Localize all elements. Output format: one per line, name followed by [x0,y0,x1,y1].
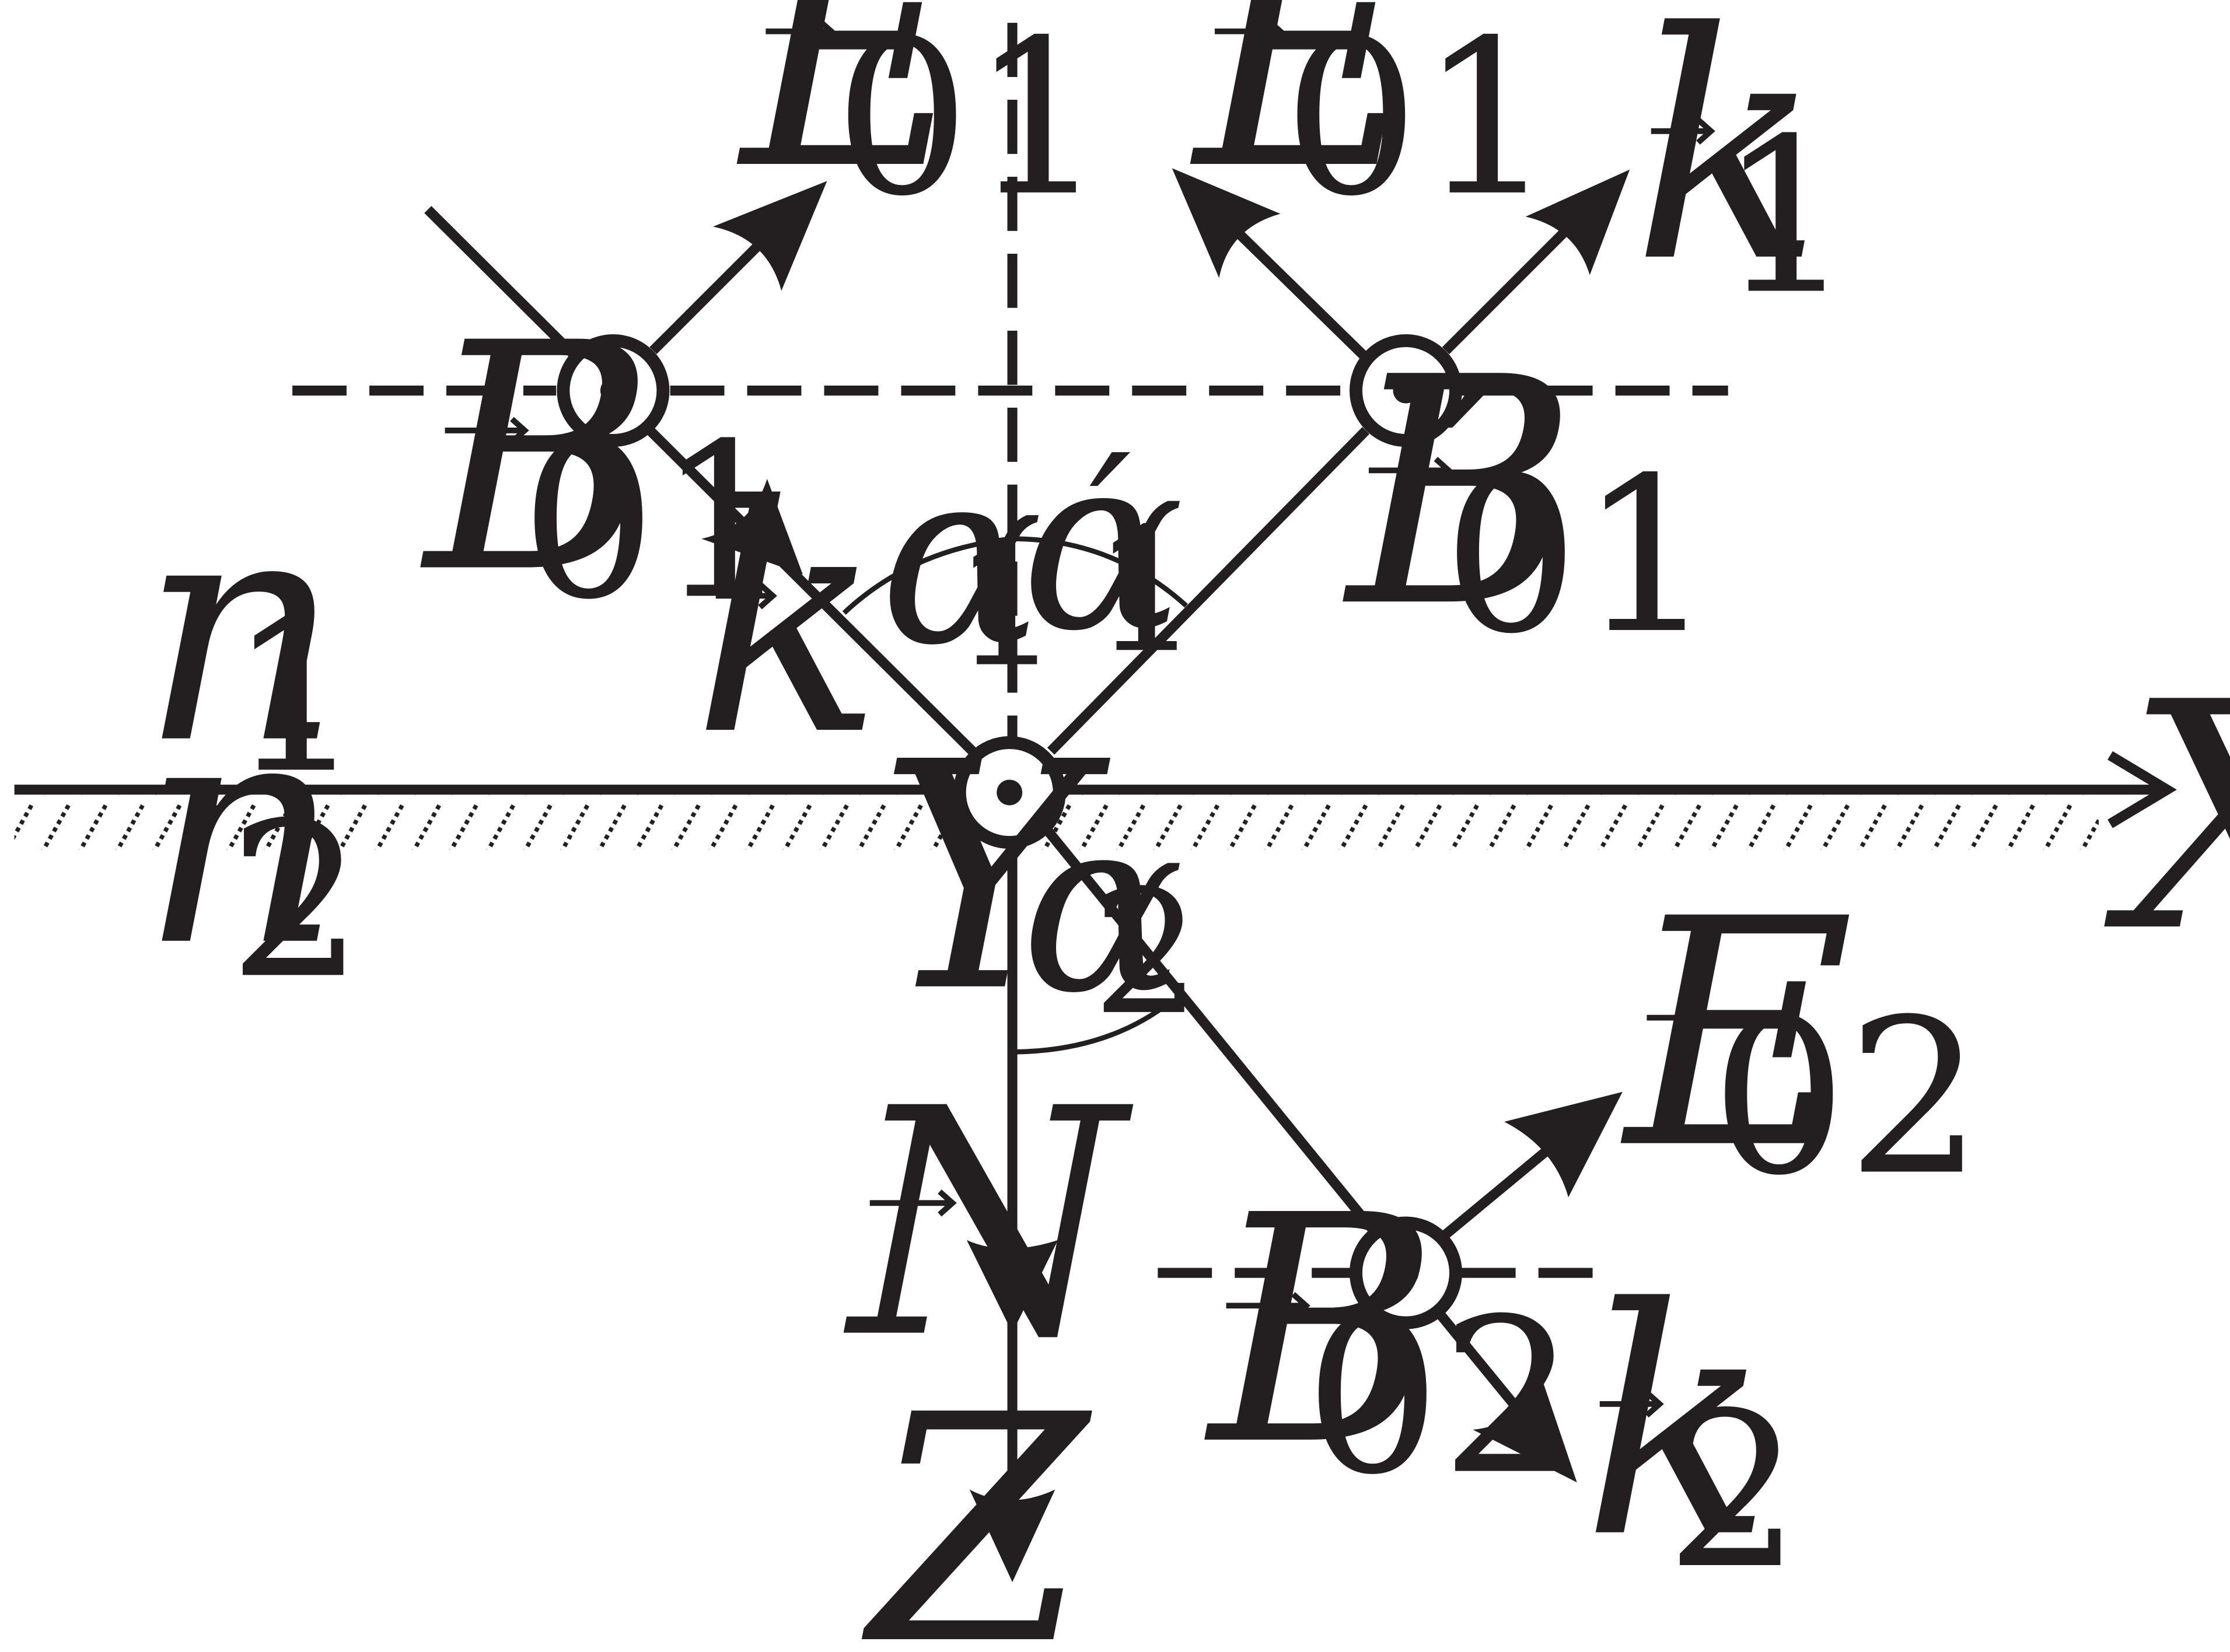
reflected-ray [1047,426,1370,755]
k1-overarrow-icon [1651,117,1715,145]
b01-prime-mark: ′ [1443,346,1493,595]
e02-label: E [1620,852,1854,1217]
n2-label: n [140,650,342,1015]
e02-arrowhead [1504,1091,1623,1198]
b02-out-of-page-icon [1349,1216,1462,1329]
angle-alpha1-prime-arc [1012,536,1189,608]
b01-prime-overarrow-icon [1368,457,1453,484]
alpha2-label: α [1021,764,1185,1046]
e01-prime-arrowhead [1172,168,1281,278]
b01-label: B [420,276,655,642]
incident-ray [424,206,976,755]
z-axis-arrowhead [969,1489,1055,1583]
alpha2-subscript: 2 [1092,854,1201,1053]
e01-label: E [736,0,970,238]
transmitted-ray [1044,828,1377,1234]
alpha1-prime-subscript: 1 [1092,492,1201,691]
e01-subscript: 01 [834,0,1106,243]
x-axis-arrowhead [2107,751,2177,828]
normal-label: N [840,1042,1134,1407]
n-overarrow-icon [869,1189,957,1217]
e01-prime-label: E [1190,0,1424,238]
alpha1-prime-mark: ′ [1089,415,1133,631]
angle-alpha1-arc [842,536,1013,615]
b01-out-of-page-icon [557,334,670,447]
b02-subscript: 02 [1305,1273,1577,1522]
k-overarrow-icon [715,582,777,610]
k2-overarrow-icon [1599,1390,1664,1418]
b01-prime-label: B [1343,310,1578,676]
e02-overarrow-icon [1647,1004,1715,1031]
n1-label: n [140,447,342,813]
e01-overarrow-icon [766,18,836,45]
b01-prime-subscript: 01 [1443,432,1715,681]
e02-subscript: 02 [1711,974,1983,1223]
y-axis-out-of-page-icon [953,736,1066,849]
e01-arrowhead [712,181,827,291]
alpha1-label: α [880,416,1044,699]
k2-label: k [1582,1241,1773,1606]
angle-alpha2-arc [1015,998,1174,1055]
e01-prime-subscript: 01 [1283,0,1555,243]
k2-subscript: 2 [1665,1367,1801,1616]
k2-arrowhead [1473,1373,1577,1483]
incident-ray-arrowhead [701,479,803,575]
z-axis-label: Z [860,1348,1095,1652]
alpha1-prime-label: α [1021,402,1185,684]
b01-overarrow-icon [445,416,529,444]
b01-prime-out-of-page-icon [1349,334,1462,447]
alpha1-subscript: 1 [952,506,1061,705]
k1-label: k [1633,0,1823,331]
b01-subscript: 01 [520,398,792,646]
k-label: k [693,439,883,804]
normal-arrowhead [966,1240,1058,1333]
k1-subscript: 1 [1718,93,1854,341]
e01-vector [649,239,766,355]
n1-subscript: 1 [228,572,364,820]
e01-prime-vector [1229,224,1368,360]
y-axis-label: Y [878,695,1113,1060]
e01-prime-mark: ′ [1283,0,1333,158]
k1-vector [1442,207,1589,355]
k1-arrowhead [1525,169,1630,275]
e01-prime-overarrow-icon [1215,18,1285,45]
n2-subscript: 2 [228,777,364,1026]
b02-label: B [1204,1149,1439,1514]
b02-overarrow-icon [1226,1292,1310,1320]
e02-vector [1442,1140,1558,1238]
